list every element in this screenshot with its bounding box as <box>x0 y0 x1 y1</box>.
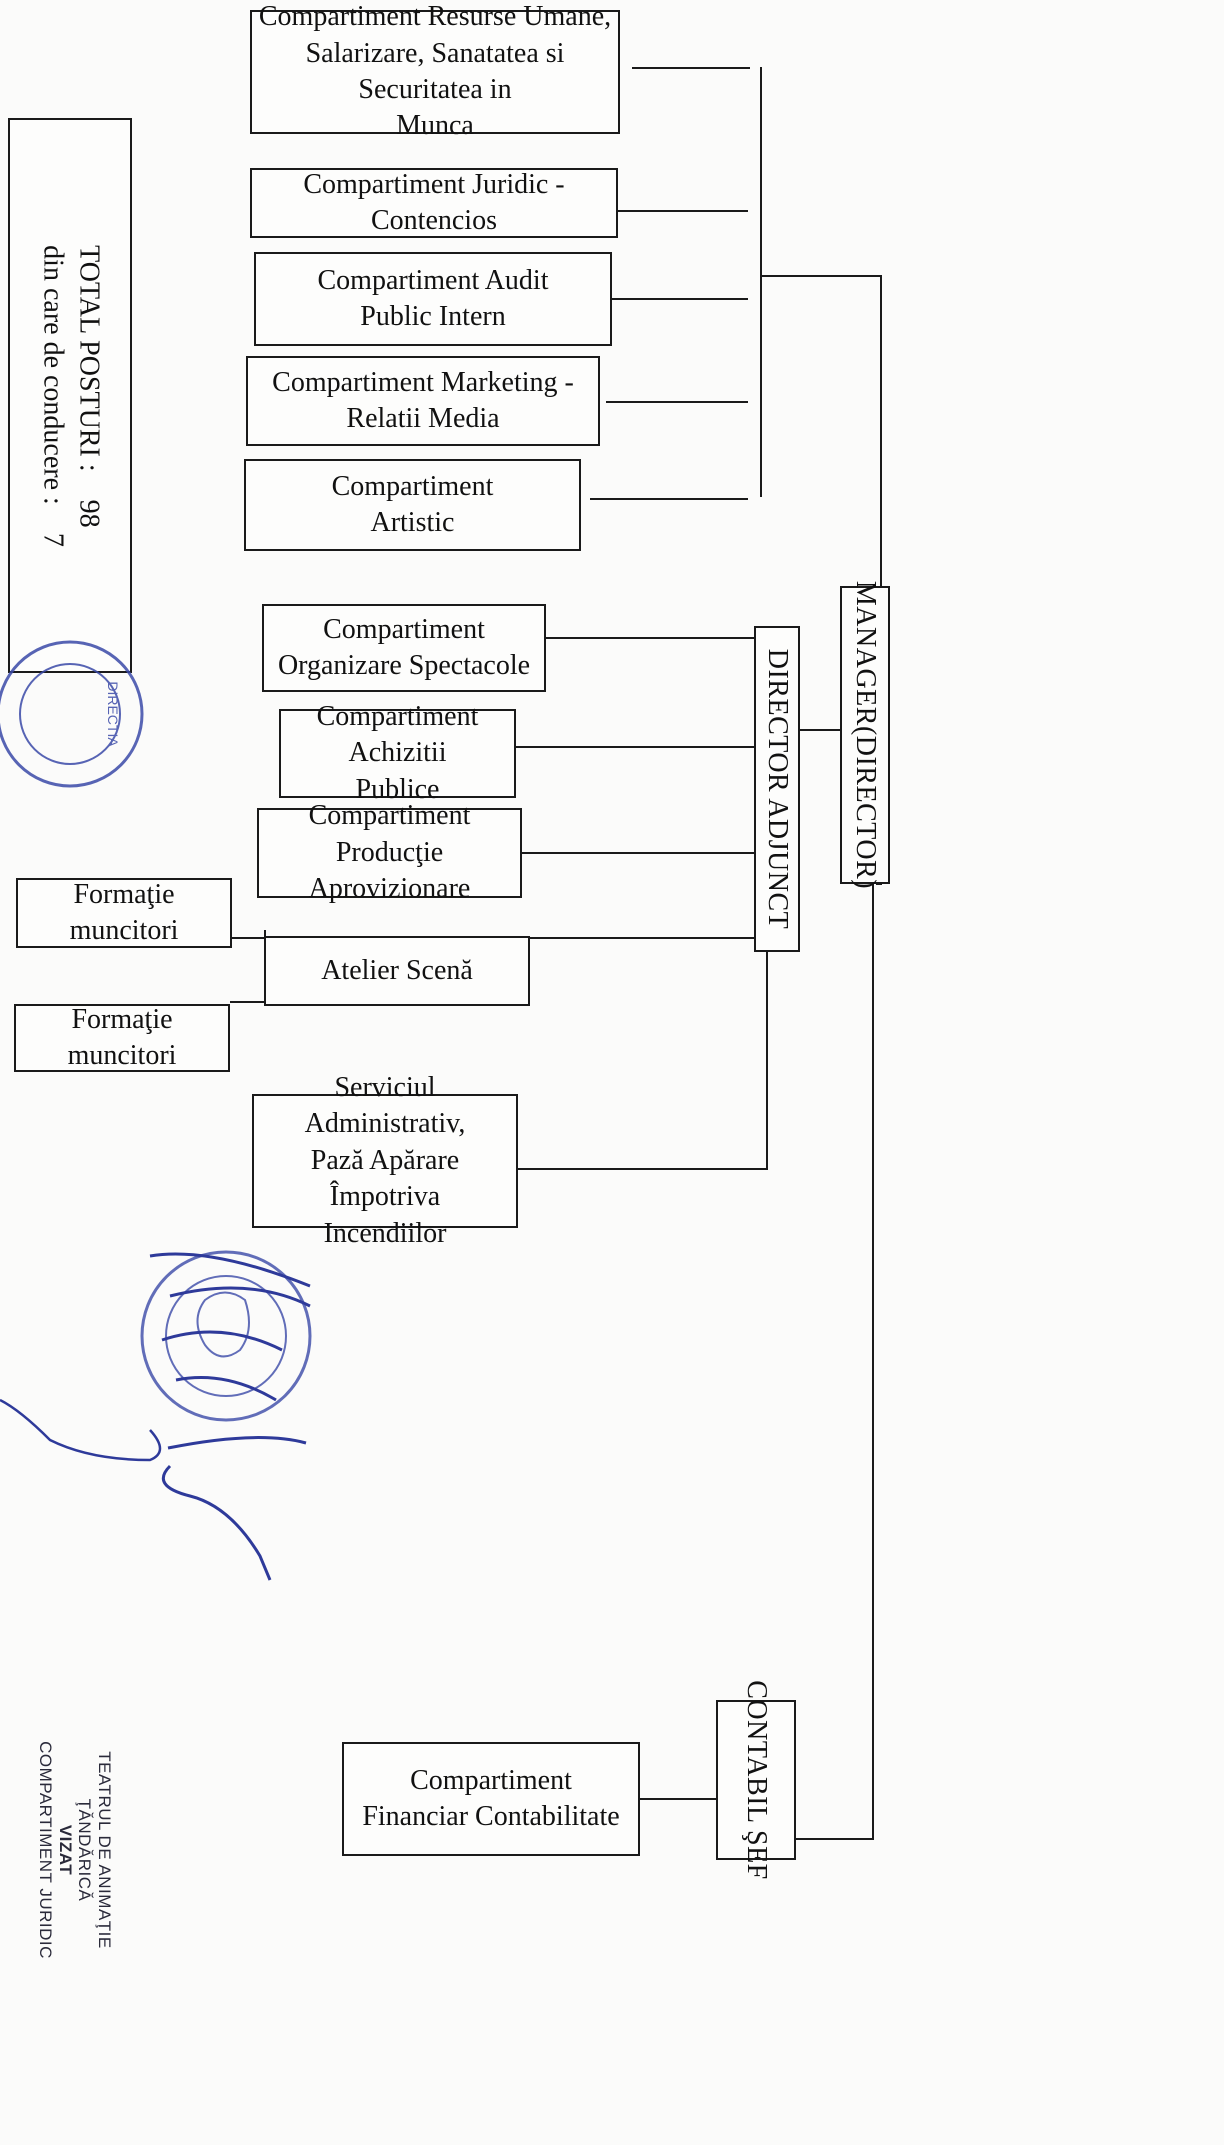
node-contabil-sef: CONTABIL ŞEF <box>716 1680 796 1880</box>
node-financiar-label: Compartiment Financiar Contabilitate <box>362 1764 620 1832</box>
node-formatie-1: Formaţie muncitori <box>16 878 232 948</box>
node-director-adjunct: DIRECTOR ADJUNCT <box>754 626 800 952</box>
node-atelier: Atelier Scenă <box>264 936 530 1006</box>
node-hr: Compartiment Resurse Umane, Salarizare, … <box>250 1 620 141</box>
connector-line <box>795 1838 874 1840</box>
node-administrativ: Serviciul Administrativ, Pază Apărare Îm… <box>252 1072 518 1249</box>
node-organizare: Compartiment Organizare Spectacole <box>262 604 546 692</box>
total-posts-box: TOTAL POSTURI : 98 din care de conducere… <box>8 118 132 673</box>
node-juridic: Compartiment Juridic - Contencios <box>250 168 618 238</box>
theatre-stamp <box>140 1250 312 1422</box>
connector-line <box>640 1798 716 1800</box>
visa-line-2: ŢĂNDĂRICĂ <box>75 1798 95 1902</box>
node-achizitii-label: Compartiment Achizitii Publice <box>316 700 479 805</box>
node-manager: MANAGER(DIRECTOR) <box>840 581 890 889</box>
node-formatie-1-label: Formaţie muncitori <box>69 878 179 946</box>
node-organizare-label: Compartiment Organizare Spectacole <box>277 613 531 681</box>
node-artistic-label: Compartiment Artistic <box>331 470 494 538</box>
visa-line-4: COMPARTIMENT JURIDIC <box>36 1741 56 1959</box>
node-artistic: Compartiment Artistic <box>244 459 581 551</box>
connector-line <box>760 67 762 497</box>
connector-line <box>876 883 882 885</box>
connector-line <box>230 1001 266 1003</box>
connector-line <box>518 1168 768 1170</box>
connector-line <box>632 67 750 69</box>
connector-line <box>516 746 754 748</box>
node-audit-label: Compartiment Audit Public Intern <box>317 264 549 332</box>
connector-line <box>880 275 882 605</box>
connector-line <box>760 275 880 277</box>
signature <box>0 1252 311 1581</box>
legal-visa-text: TEATRUL DE ANIMAŢIE ŢĂNDĂRICĂ VIZAT COMP… <box>36 1741 114 1959</box>
node-audit: Compartiment Audit Public Intern <box>254 252 612 346</box>
visa-line-1: TEATRUL DE ANIMAŢIE <box>95 1751 115 1949</box>
node-hr-label: Compartiment Resurse Umane, Salarizare, … <box>258 1 612 142</box>
visa-line-3: VIZAT <box>56 1824 75 1876</box>
connector-line <box>612 298 748 300</box>
node-atelier-label: Atelier Scenă <box>321 954 473 986</box>
connector-line <box>766 948 768 1170</box>
node-productie: Compartiment Producţie Aprovizionare <box>257 800 522 904</box>
node-financiar: Compartiment Financiar Contabilitate <box>342 1742 640 1856</box>
node-marketing: Compartiment Marketing - Relatii Media <box>246 356 600 446</box>
connector-line <box>606 401 748 403</box>
connector-line <box>872 883 874 1840</box>
connector-line <box>522 852 754 854</box>
node-achizitii: Compartiment Achizitii Publice <box>279 701 516 805</box>
hr-stamp-inner-1: DIRECTIA <box>105 681 121 747</box>
connector-line <box>546 637 754 639</box>
connector-line <box>618 210 748 212</box>
legal-visa-stamp: TEATRUL DE ANIMAŢIE ŢĂNDĂRICĂ VIZAT COMP… <box>20 1700 130 2000</box>
node-formatie-2: Formaţie muncitori <box>14 1004 230 1072</box>
connector-line <box>590 498 748 500</box>
node-formatie-2-label: Formaţie muncitori <box>67 1003 177 1071</box>
hr-stamp: DIRECTIA <box>0 640 144 788</box>
node-administrativ-label: Serviciul Administrativ, Pază Apărare Îm… <box>304 1072 466 1249</box>
node-productie-label: Compartiment Producţie Aprovizionare <box>308 800 471 905</box>
node-marketing-label: Compartiment Marketing - Relatii Media <box>272 366 574 434</box>
connector-line <box>798 729 840 731</box>
node-juridic-label: Compartiment Juridic - Contencios <box>303 168 565 236</box>
